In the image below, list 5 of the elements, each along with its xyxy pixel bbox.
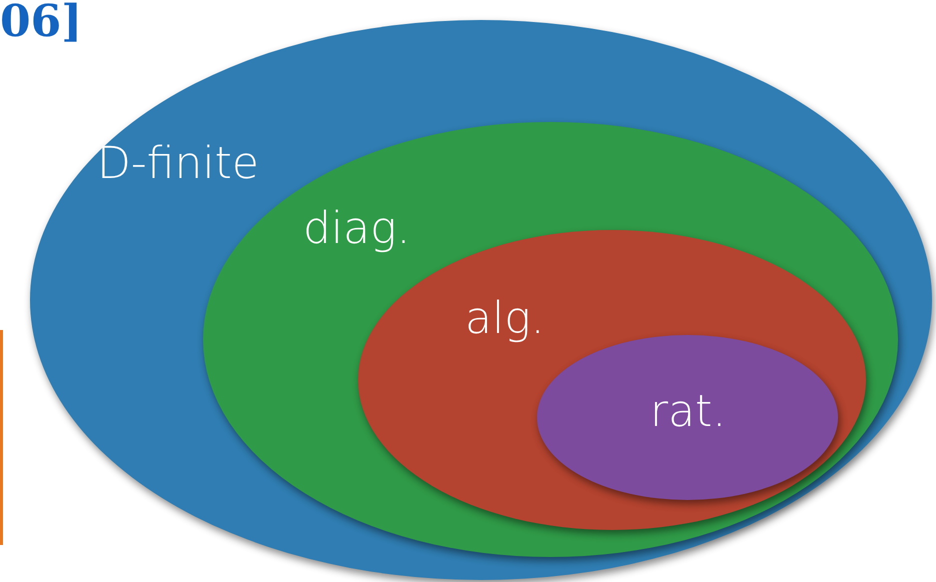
set-label: diag.: [303, 207, 411, 251]
set-label: alg.: [465, 297, 545, 341]
set-label: D-finite: [97, 142, 259, 186]
set-label: rat.: [650, 390, 726, 434]
heading-fragment: 06]: [0, 0, 82, 44]
